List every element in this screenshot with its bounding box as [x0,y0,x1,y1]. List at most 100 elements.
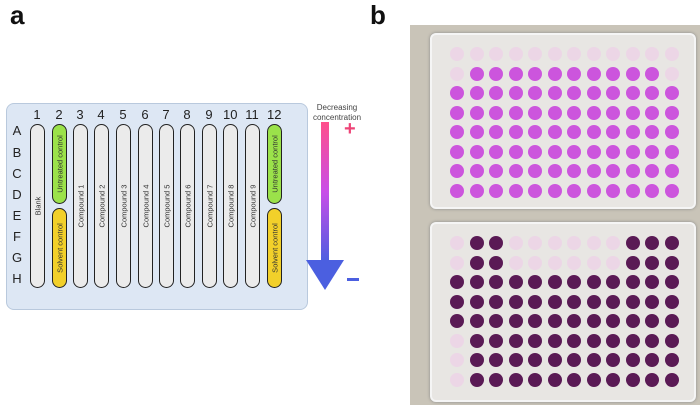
well [625,144,640,159]
blank-label: Blank [33,196,42,216]
well [586,294,601,309]
well [547,105,562,120]
column-number: 11 [245,107,259,122]
well [664,105,679,120]
well [528,314,542,328]
well [450,372,464,387]
compound-label: Compound 2 [97,184,106,228]
compound-column: Compound 4 [138,124,153,288]
well [645,372,659,387]
well [547,125,562,139]
well [606,125,620,139]
well [547,47,562,61]
well [508,236,523,250]
well [586,66,601,81]
well [450,125,464,139]
well [489,236,503,250]
well [606,353,620,367]
well [625,255,640,270]
solvent-control-left: Solvent control [52,208,67,288]
well [469,236,484,250]
well [664,125,679,139]
compound-column: Compound 9 [245,124,260,288]
well [586,372,601,387]
well [606,255,620,270]
well [469,125,484,139]
well [508,183,523,198]
well [567,314,581,328]
well [489,255,503,270]
well [664,333,679,348]
well [664,372,679,387]
well [625,236,640,250]
arrow-head [306,260,344,290]
well [489,372,503,387]
well [664,66,679,81]
well [645,353,659,367]
untreated-control-left: Untreated control [52,124,67,204]
well [664,294,679,309]
well [586,86,601,100]
well [450,353,464,367]
well [508,105,523,120]
compound-label: Compound 1 [76,184,85,228]
well [625,294,640,309]
well [528,353,542,367]
well [645,314,659,328]
well [664,314,679,328]
row-letter: G [11,250,23,265]
compound-label: Compound 5 [162,184,171,228]
panel-b-label: b [370,0,386,30]
well [547,66,562,81]
well [547,86,562,100]
well [547,183,562,198]
plus-icon: + [344,118,356,140]
well [508,125,523,139]
well [469,275,484,289]
row-letter: E [12,208,22,223]
well [567,236,581,250]
well [547,294,562,309]
well [586,144,601,159]
well [606,66,620,81]
well [625,314,640,328]
column-number: 7 [162,107,170,122]
well [508,164,523,178]
well [664,236,679,250]
column-number: 1 [33,107,41,122]
well [489,105,503,120]
well [664,183,679,198]
bottom-plate [430,222,696,402]
compound-label: Compound 8 [226,184,235,228]
well [469,164,484,178]
well [528,164,542,178]
well [567,144,581,159]
well [528,86,542,100]
well [508,144,523,159]
row-letter: C [12,166,22,181]
well [528,66,542,81]
well [567,125,581,139]
column-number: 6 [141,107,149,122]
well [664,47,679,61]
well [508,294,523,309]
panel-a-label: a [10,0,25,30]
well [664,275,679,289]
row-letter: F [13,229,21,244]
well [586,105,601,120]
well [606,47,620,61]
well [547,164,562,178]
well [450,333,464,348]
well [547,372,562,387]
well [469,66,484,81]
compound-label: Compound 7 [205,184,214,228]
gradient-bar [321,122,329,262]
well [586,236,601,250]
well [508,314,523,328]
well [567,164,581,178]
well [528,255,542,270]
well [606,314,620,328]
row-letter: B [12,145,22,160]
well [606,144,620,159]
well [567,372,581,387]
